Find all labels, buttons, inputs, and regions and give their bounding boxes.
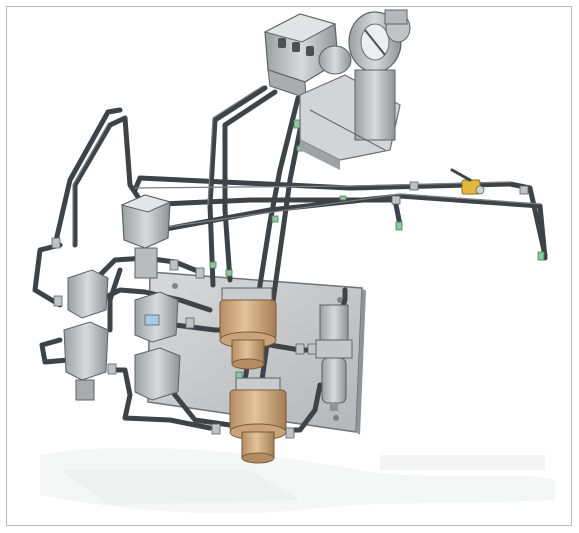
- plate-bolt-icon: [333, 415, 339, 421]
- fitting-icon: [169, 259, 179, 271]
- tubing-highlights: [72, 85, 541, 245]
- indicator-window-icon: [144, 314, 160, 326]
- fitting-icon: [195, 267, 205, 279]
- fitting-icon: [185, 317, 195, 329]
- solenoid-cap-icon: [318, 45, 352, 75]
- plate-bolt-icon: [337, 297, 343, 303]
- mounting-plate-edge: [356, 288, 366, 435]
- fitting-icon: [307, 343, 317, 355]
- manifold-blocks: [63, 269, 181, 401]
- plate-bolt-icon: [172, 283, 178, 289]
- fitting-icon: [225, 269, 233, 277]
- fitting-icon: [51, 237, 61, 249]
- fitting-icon: [235, 371, 243, 379]
- actuator-assembly: [299, 9, 411, 170]
- fitting-icon: [409, 181, 419, 191]
- fitting-icon: [53, 295, 63, 307]
- fitting-icon: [209, 261, 217, 269]
- rotary-actuator: [348, 9, 411, 141]
- fitting-icon: [285, 427, 295, 439]
- gauge-window-icon: [278, 38, 286, 48]
- gauge-window-icon: [292, 42, 300, 52]
- fitting-icon: [395, 221, 403, 231]
- fitting-icon: [107, 363, 117, 375]
- fitting-icon: [271, 215, 279, 223]
- solenoid-valve: [120, 194, 172, 279]
- fitting-icon: [339, 195, 347, 201]
- pressure-regulator-upper: [219, 287, 277, 370]
- valve-handle-icon: [450, 168, 472, 182]
- fitting-icon: [211, 423, 221, 435]
- pressure-regulator-lower: [229, 377, 287, 464]
- filter-regulator: [315, 304, 353, 411]
- fitting-icon: [391, 195, 401, 205]
- positioner: [263, 13, 339, 99]
- fitting-icon: [295, 343, 305, 355]
- ball-valve: [450, 168, 485, 195]
- hex-fittings: [51, 181, 529, 439]
- floor-reflection: [40, 447, 555, 514]
- gauge-window-icon: [306, 46, 314, 56]
- fitting-icon: [519, 185, 529, 195]
- fitting-icon: [537, 251, 545, 261]
